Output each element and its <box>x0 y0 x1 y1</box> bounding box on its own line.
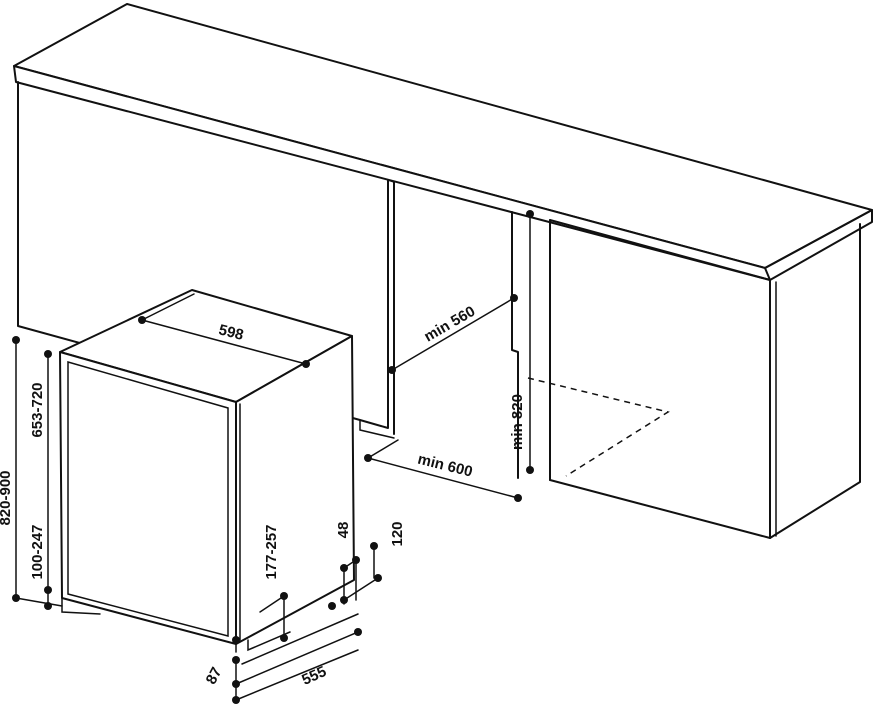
label-177-257: 177-257 <box>263 524 280 579</box>
label-min-600: min 600 <box>416 451 474 481</box>
label-598: 598 <box>217 321 245 344</box>
label-87: 87 <box>203 665 226 688</box>
label-100-247: 100-247 <box>29 524 46 579</box>
label-min-820: min 820 <box>509 394 526 450</box>
label-820-900: 820-900 <box>0 470 14 525</box>
label-653-720: 653-720 <box>29 382 46 437</box>
label-555: 555 <box>299 663 329 689</box>
dishwasher-body <box>59 289 355 653</box>
dimension-lines <box>15 213 531 701</box>
dimension-dots <box>12 210 534 704</box>
label-120: 120 <box>389 521 406 546</box>
kitchen-cabinets <box>13 3 873 539</box>
label-48: 48 <box>335 522 352 539</box>
